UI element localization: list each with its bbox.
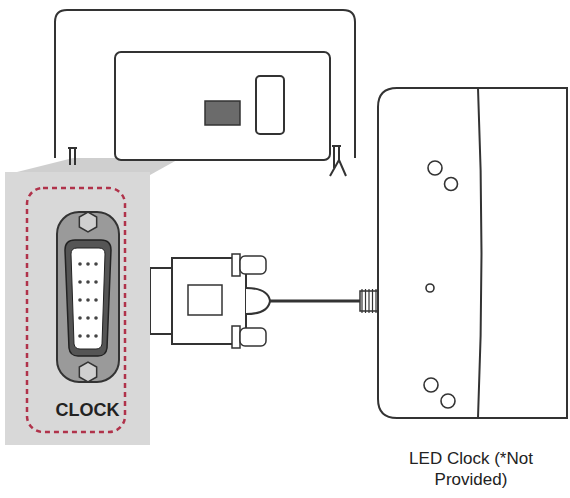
pin-hole xyxy=(86,316,90,320)
strain-rib xyxy=(361,289,362,313)
hex-standoff xyxy=(79,362,96,382)
strain-rib xyxy=(365,289,366,313)
pin-hole xyxy=(78,262,82,266)
hex-standoff xyxy=(79,212,96,232)
strain-rib xyxy=(368,289,369,313)
pin-hole xyxy=(86,262,90,266)
plug-nose xyxy=(150,268,172,334)
strain-rib xyxy=(375,289,376,313)
pin-hole xyxy=(94,316,98,320)
thumb-screw xyxy=(240,256,266,274)
strain-ribs xyxy=(362,289,376,313)
plug-label-area xyxy=(188,285,222,315)
pin-hole xyxy=(94,280,98,284)
pin-hole xyxy=(78,316,82,320)
pin-hole xyxy=(86,280,90,284)
port-frame xyxy=(57,212,119,382)
connector-callout-panel: CLOCK xyxy=(5,172,150,445)
device-body xyxy=(378,88,567,418)
d-sub-insert xyxy=(71,248,105,349)
pin-hole xyxy=(94,298,98,302)
power-module xyxy=(256,76,284,134)
pin-hole xyxy=(78,298,82,302)
mounting-hole xyxy=(426,284,434,292)
tv-leg xyxy=(68,148,77,165)
pin-hole xyxy=(86,334,90,338)
strain-rib xyxy=(372,289,373,313)
led-clock-device: LED Clock (*Not Provided) xyxy=(375,88,567,494)
d-sub-shell xyxy=(65,240,111,356)
pin-hole xyxy=(94,334,98,338)
clock-port xyxy=(205,101,240,125)
mounting-hole xyxy=(441,394,455,408)
tv-leg xyxy=(330,146,346,176)
thumb-screw xyxy=(232,254,240,276)
device-seam xyxy=(478,88,482,418)
strain-relief xyxy=(246,288,270,314)
device-label: LED Clock (*Not Provided) xyxy=(381,448,561,491)
pin-hole xyxy=(78,334,82,338)
pin-hole xyxy=(94,262,98,266)
pin-hole xyxy=(86,298,90,302)
mounting-hole xyxy=(424,378,438,392)
port-label: CLOCK xyxy=(56,399,120,422)
mounting-hole xyxy=(428,161,442,175)
thumb-screw xyxy=(240,328,266,346)
led-clock-outline xyxy=(375,88,567,494)
thumb-screw xyxy=(232,326,240,348)
mounting-hole xyxy=(445,178,458,191)
tv-rear-panel xyxy=(115,52,330,160)
highlight-outline xyxy=(27,188,125,432)
pin-hole xyxy=(78,280,82,284)
